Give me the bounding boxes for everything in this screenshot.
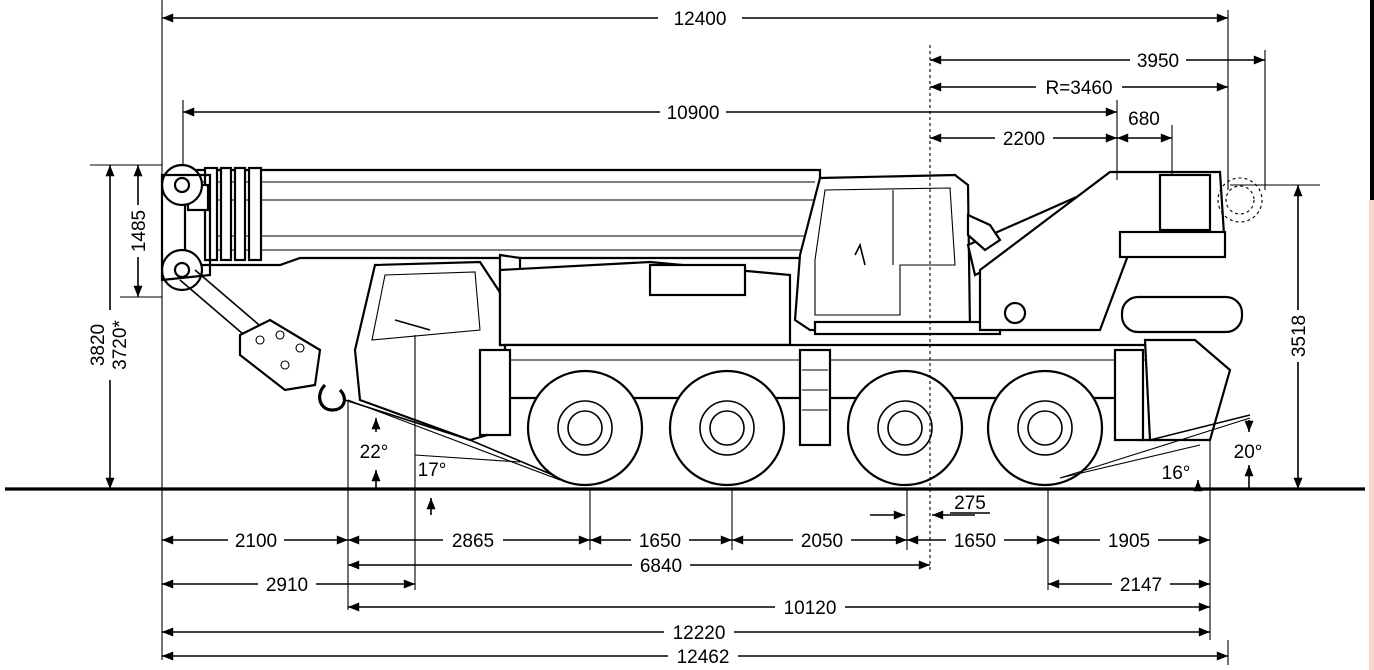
dim-1650-a: 1650 — [639, 531, 681, 552]
dim-10120: 10120 — [784, 598, 837, 619]
dim-rear-3950: 3950 — [1137, 51, 1179, 72]
dim-680: 680 — [1128, 109, 1160, 130]
wheel-2 — [668, 369, 786, 487]
crane-illustration — [160, 163, 1263, 487]
wheel-1 — [526, 369, 644, 487]
reference-lines — [90, 0, 1320, 665]
angle-22: 22° — [360, 442, 389, 463]
dim-height-3518: 3518 — [1289, 315, 1310, 357]
angle-17: 17° — [418, 460, 447, 481]
angle-20: 20° — [1234, 442, 1263, 463]
dim-boom-10900: 10900 — [667, 103, 720, 124]
dim-1650-b: 1650 — [954, 531, 996, 552]
dim-overall-top: 12400 — [674, 9, 727, 30]
dimension-labels: 12400 3950 R=3460 10900 2200 680 3820 37… — [88, 6, 1310, 668]
wheel-4 — [986, 369, 1104, 487]
dim-6840: 6840 — [640, 556, 682, 577]
page-edge-tint — [1369, 200, 1374, 670]
dim-height-3820: 3820 — [88, 324, 109, 366]
dim-12220: 12220 — [673, 623, 726, 644]
dim-2865: 2865 — [452, 531, 494, 552]
dim-2147: 2147 — [1120, 575, 1162, 596]
dim-radius: R=3460 — [1045, 78, 1112, 99]
dim-1905: 1905 — [1108, 531, 1150, 552]
dim-height-1485: 1485 — [129, 210, 150, 252]
dim-2050: 2050 — [801, 531, 843, 552]
dim-12462: 12462 — [677, 647, 730, 668]
dim-2100: 2100 — [235, 531, 277, 552]
dim-2200: 2200 — [1003, 129, 1045, 150]
page-edge-mark — [1370, 0, 1374, 200]
wheel-3 — [846, 369, 964, 487]
angle-16: 16° — [1162, 463, 1191, 484]
dim-275: 275 — [954, 493, 986, 514]
dim-height-3720: 3720* — [110, 320, 131, 370]
dim-2910: 2910 — [266, 575, 308, 596]
